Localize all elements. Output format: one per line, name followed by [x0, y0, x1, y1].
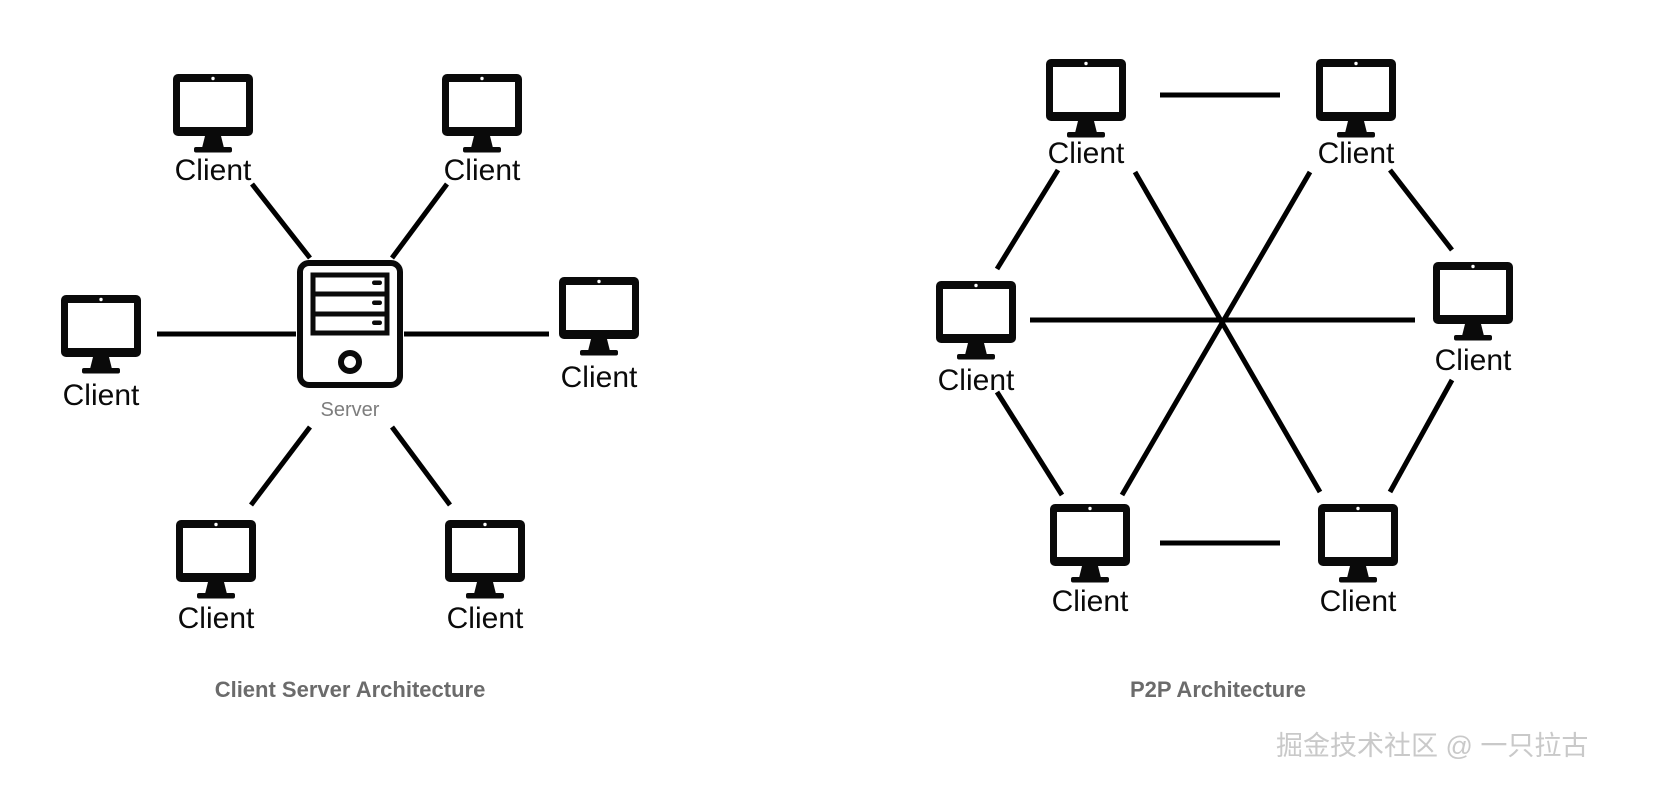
panel-title-p2p: P2P Architecture — [1130, 677, 1306, 702]
connection-line — [250, 182, 312, 260]
server-nodes — [300, 263, 400, 385]
client-label: Client — [447, 602, 524, 635]
client-label: Client — [63, 379, 140, 412]
watermark: 掘金技术社区 @ 一只拉古 — [1276, 731, 1588, 761]
client-label: Client — [561, 361, 638, 394]
client-label: Client — [1435, 344, 1512, 377]
connection-line — [994, 390, 1065, 497]
connection-lines — [157, 92, 1455, 546]
client-label: Client — [938, 364, 1015, 397]
connection-line — [249, 425, 312, 507]
connection-line — [1119, 170, 1313, 497]
client-label: Client — [175, 154, 252, 187]
panel-title-client-server: Client Server Architecture — [215, 677, 486, 702]
server-icon[interactable] — [300, 263, 400, 385]
connection-line — [1132, 170, 1323, 494]
client-label: Client — [1320, 585, 1397, 618]
client-label: Client — [444, 154, 521, 187]
client-label: Client — [1052, 585, 1129, 618]
connection-line — [389, 425, 453, 507]
client-label: Client — [178, 602, 255, 635]
connection-line — [1387, 378, 1455, 494]
client-label: Client — [1048, 137, 1125, 170]
server-label: Server — [321, 399, 380, 421]
panel-titles: Client Server Architecture P2P Architectu… — [215, 677, 1306, 702]
client-label: Client — [1318, 137, 1395, 170]
connection-line — [389, 182, 450, 260]
connection-line — [1388, 168, 1454, 252]
connection-line — [994, 168, 1061, 271]
